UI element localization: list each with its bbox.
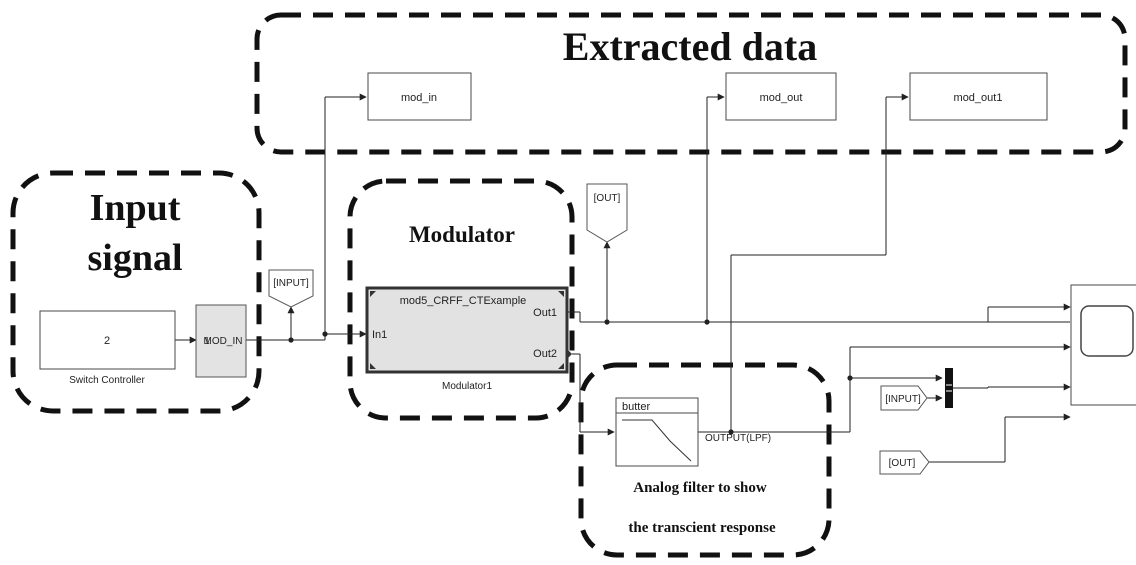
signal-wires — [175, 93, 1071, 463]
modulator-title: Modulator — [409, 222, 515, 247]
mod-in-subsystem-label: MOD_IN — [204, 336, 243, 347]
modulator-in1-port: In1 — [372, 329, 387, 341]
filter-output-label: OUTPUT(LPF) — [705, 433, 771, 444]
mux-block[interactable] — [945, 368, 953, 408]
junction-dots — [288, 319, 853, 435]
from-input-label: [INPUT] — [885, 394, 921, 405]
input-signal-title-line2: signal — [87, 237, 182, 279]
analog-filter-title-line2: the transcient response — [628, 520, 776, 536]
extracted-data-region — [254, 12, 1128, 155]
modulator-out2-port: Out2 — [533, 348, 557, 360]
to-workspace-mod-out-label: mod_out — [760, 92, 803, 104]
extracted-data-title: Extracted data — [563, 24, 817, 69]
to-workspace-mod-in-label: mod_in — [401, 92, 437, 104]
modulator-region — [347, 178, 575, 421]
butter-filter-label: butter — [622, 401, 650, 413]
goto-input-label: [INPUT] — [273, 278, 309, 289]
from-out-tag[interactable]: [OUT] — [879, 450, 930, 475]
switch-controller-value: 2 — [104, 335, 110, 347]
analog-filter-title-line1: Analog filter to show — [633, 480, 767, 496]
switch-controller-label: Switch Controller — [69, 375, 145, 386]
to-workspace-mod-out1-label: mod_out1 — [954, 92, 1003, 104]
filter-response-icon — [622, 419, 692, 462]
from-out-label: [OUT] — [889, 458, 916, 469]
goto-input-tag[interactable]: [INPUT] — [268, 269, 314, 308]
modulator-subsystem-block[interactable]: mod5_CRFF_CTExample In1 Out1 Out2 Modula… — [365, 286, 572, 392]
modulator-out1-port: Out1 — [533, 307, 557, 319]
to-workspace-mod-out[interactable]: mod_out — [725, 72, 837, 121]
scope-screen-icon — [1080, 305, 1134, 357]
butter-filter-block[interactable]: butter OUTPUT(LPF) — [615, 397, 771, 467]
input-signal-region — [10, 170, 262, 414]
scope-block[interactable] — [1070, 284, 1136, 406]
analog-filter-region — [578, 362, 832, 558]
to-workspace-mod-in[interactable]: mod_in — [367, 72, 472, 121]
from-input-tag[interactable]: [INPUT] — [880, 385, 928, 411]
goto-out-label: [OUT] — [594, 193, 621, 204]
modulator-block-name: Modulator1 — [442, 381, 492, 392]
input-signal-title-line1: Input — [90, 187, 181, 229]
mod-in-subsystem-block[interactable]: MOD_IN 1 — [195, 304, 247, 378]
to-workspace-mod-out1[interactable]: mod_out1 — [909, 72, 1048, 121]
goto-out-tag[interactable]: [OUT] — [586, 183, 628, 243]
mod-in-subsystem-overlay: 1 — [204, 336, 210, 347]
modulator-subsystem-title: mod5_CRFF_CTExample — [400, 295, 527, 307]
switch-controller-block[interactable]: 2 Switch Controller — [39, 310, 176, 386]
